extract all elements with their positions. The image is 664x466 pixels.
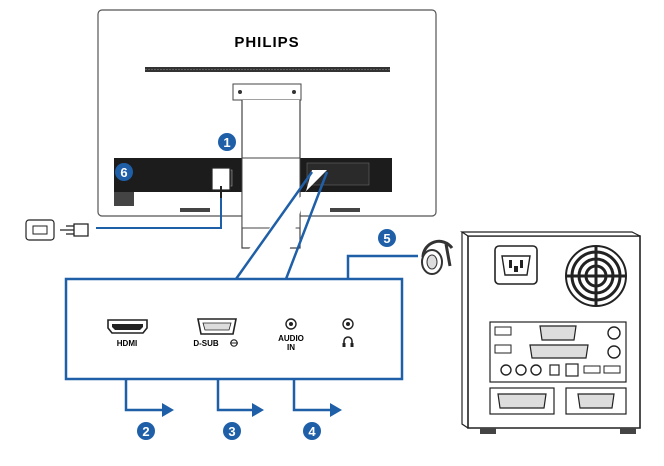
pc-vga-card-port-icon [577, 393, 615, 409]
headphone-connection [346, 239, 454, 279]
callout-4: 4 [303, 422, 321, 440]
callout-1: 1 [218, 133, 236, 151]
pc-dvi-port-icon [497, 393, 547, 409]
monitor-brand: PHILIPS [234, 34, 299, 51]
pc-parallel-port-icon [529, 344, 589, 359]
pc-fan-icon [565, 245, 627, 307]
callout-6-number: 6 [120, 165, 127, 180]
callout-4-number: 4 [308, 424, 316, 439]
audio-in-port: AUDIO IN [278, 318, 304, 352]
callout-2-number: 2 [142, 424, 149, 439]
hdmi-label: HDMI [117, 339, 137, 348]
monitor-back: PHILIPS [97, 9, 437, 249]
headphones-icon [421, 239, 454, 275]
headphone-port [342, 318, 354, 347]
port-zoom-panel: HDMI D-SUB AUDIO IN [64, 170, 404, 381]
output-arrows [124, 379, 342, 417]
dsub-label: D-SUB [193, 339, 219, 348]
callout-5-number: 5 [383, 231, 390, 246]
vent-slot [145, 67, 390, 72]
power-plug-icon [60, 223, 89, 237]
callout-3-number: 3 [228, 424, 235, 439]
pc-vga-port-icon [539, 325, 577, 341]
headphone-symbol-icon [343, 336, 353, 346]
callout-6: 6 [115, 163, 133, 181]
hdmi-port: HDMI [107, 319, 148, 348]
callout-5: 5 [378, 229, 396, 247]
callout-3: 3 [223, 422, 241, 440]
pc-power-inlet [494, 245, 538, 285]
callout-1-number: 1 [223, 135, 230, 150]
power-cable [25, 167, 231, 241]
audio-in-label-1: AUDIO [278, 334, 304, 343]
pc-io-panel [489, 321, 627, 383]
dsub-port: D-SUB [193, 318, 238, 348]
pc-expansion-slots [489, 387, 627, 415]
audio-in-label-2: IN [287, 343, 295, 352]
callout-2: 2 [137, 422, 155, 440]
pc-rear [460, 231, 641, 434]
stand-mount [232, 83, 302, 101]
wall-outlet [25, 219, 55, 241]
